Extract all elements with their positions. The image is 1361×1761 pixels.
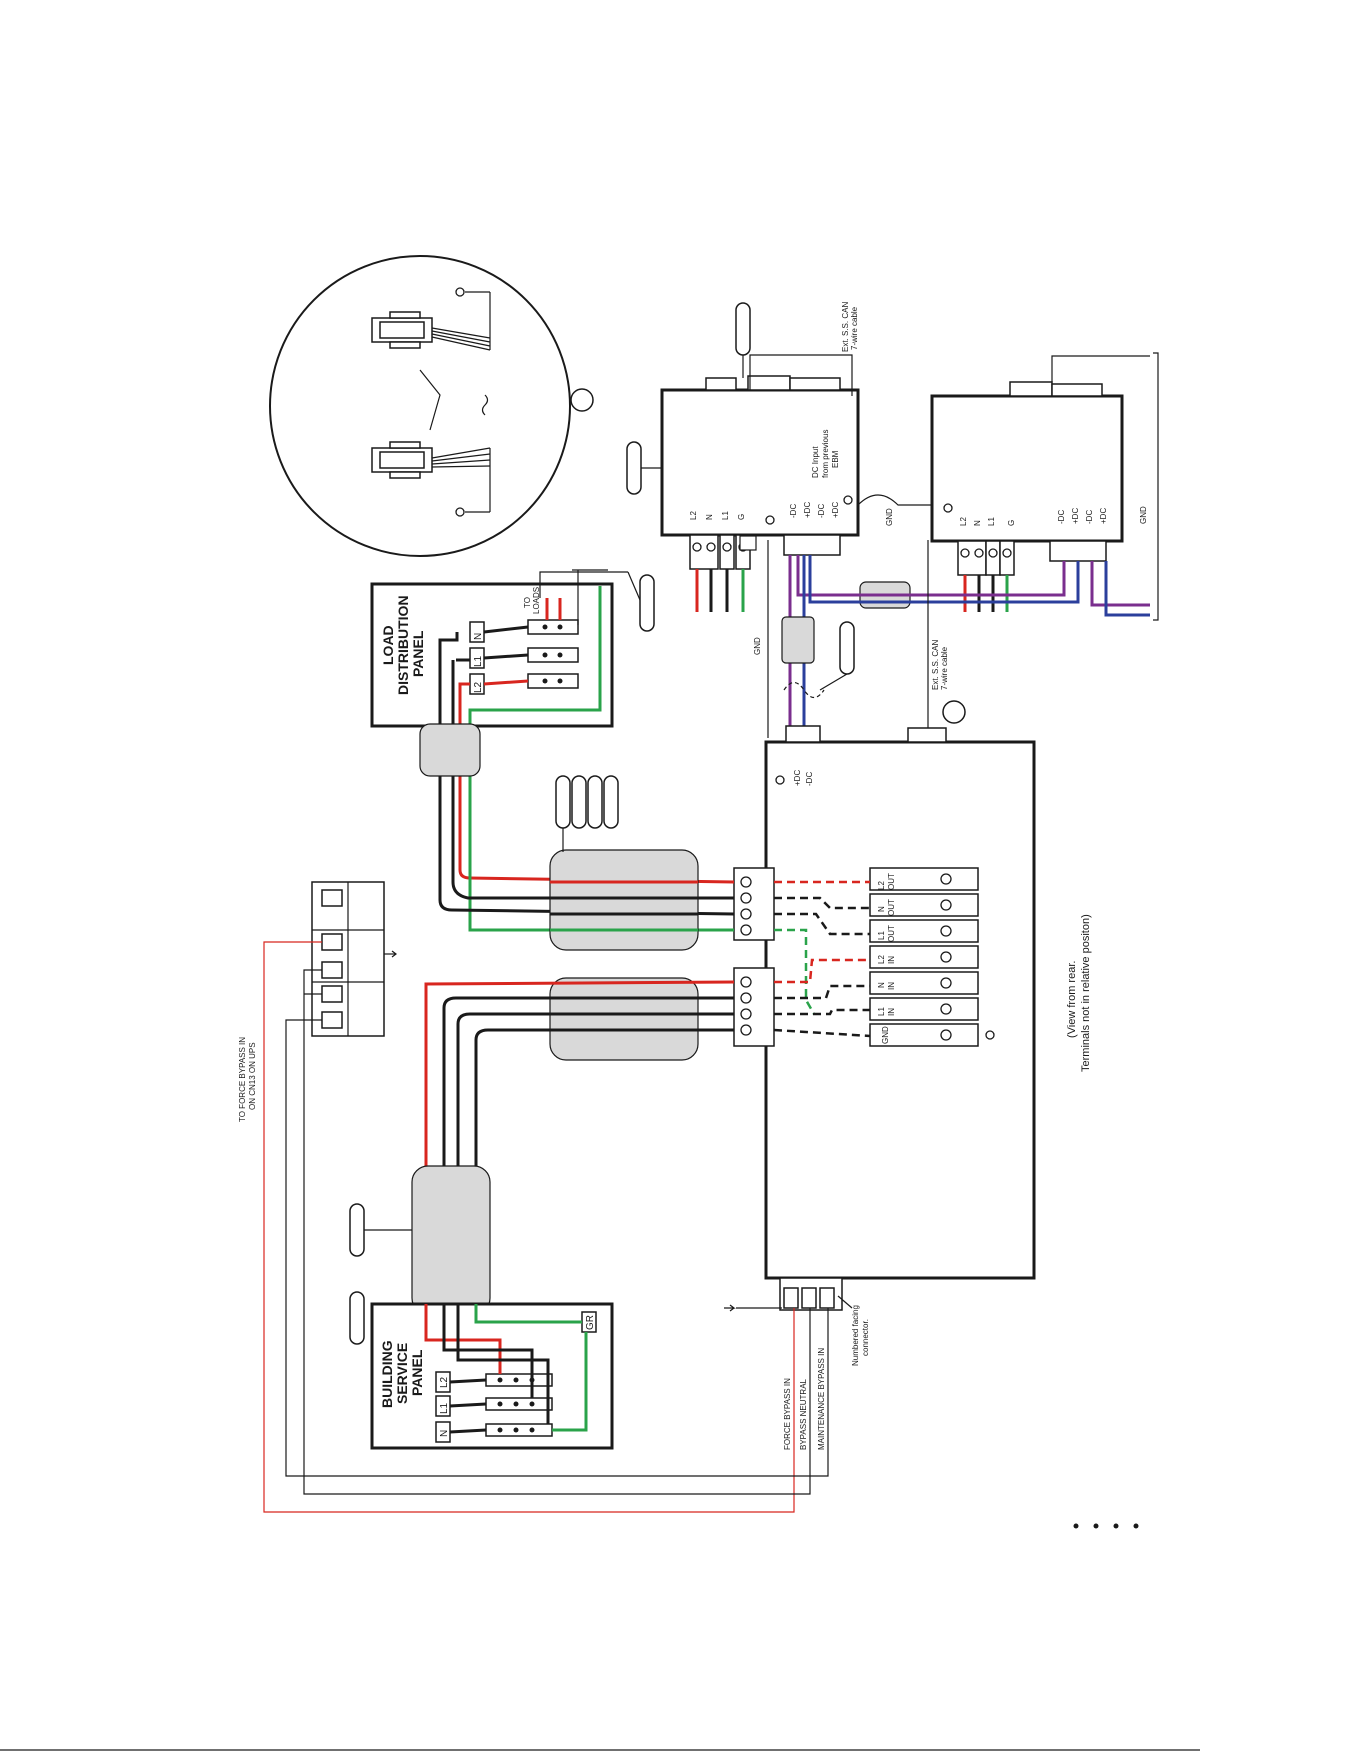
callout-oval-bldg-2 — [349, 1291, 365, 1345]
ebm2-dc-3: -DC — [1085, 510, 1094, 524]
bldg-breaker-l1: L1 — [439, 1402, 450, 1414]
view-from-rear-1: (View from rear. — [1066, 961, 1078, 1038]
bldg-breaker-n: N — [439, 1430, 450, 1437]
ebm2-term-l2: L2 — [959, 517, 968, 526]
ebm1-can-label-2: 7-wire cable — [850, 306, 859, 350]
ups-term-l1in-b: IN — [887, 1008, 896, 1016]
to-loads-2: LOADS — [532, 587, 541, 614]
callout-ovals-group — [555, 775, 619, 852]
signal-maintenance-bypass: MAINTENANCE BYPASS IN — [817, 1348, 826, 1450]
conduit-output — [549, 849, 699, 951]
ups-term-nin-a: N — [877, 982, 886, 988]
load-breaker-l2: L2 — [473, 681, 484, 693]
ebm2-dc-4: +DC — [1099, 508, 1108, 524]
ups-term-nout-b: OUT — [887, 899, 896, 916]
ebm-unit-2: L2 N L1 G -DC +DC -DC +DC GND — [930, 352, 1159, 621]
force-bypass-cn13-2: ON CN13 ON UPS — [248, 1042, 257, 1110]
force-bypass-cn13-1: TO FORCE BYPASS IN — [238, 1037, 247, 1122]
callout-oval-bldg-1 — [349, 1203, 365, 1257]
to-loads-1: TO — [523, 597, 532, 608]
conduit-lower — [411, 1165, 491, 1315]
ebm1-dc-3: -DC — [817, 504, 826, 518]
load-panel-title-2: DISTRIBUTION — [395, 595, 411, 695]
ups-main-unit: +DC -DC L2 OUT N OUT L1 OUT L2 IN — [724, 725, 1092, 1312]
ebm1-term-g: G — [737, 514, 746, 520]
connector-detail-circle — [269, 255, 571, 557]
numbered-facing-2: connector. — [861, 1319, 870, 1356]
ebm2-term-g: G — [1007, 520, 1016, 526]
load-breaker-n: N — [473, 633, 484, 640]
ups-internal-dashed-wires — [773, 880, 871, 1038]
ups-term-nout-a: N — [877, 906, 886, 912]
ext-can-lower-2: 7-wire cable — [940, 646, 949, 690]
building-panel-title-2: SERVICE — [394, 1343, 410, 1404]
ebm1-term-l1: L1 — [721, 511, 730, 520]
ebm1-dc-input-1: DC Input — [811, 446, 820, 478]
db-connector-right-icon — [371, 287, 491, 351]
building-service-panel: BUILDING SERVICE PANEL L2 L1 N GR — [370, 1302, 614, 1450]
page-dots — [1073, 1523, 1139, 1529]
view-from-rear-2: Terminals not in relative positon) — [1080, 914, 1092, 1072]
load-breaker-l1: L1 — [473, 655, 484, 667]
callout-oval-ebm1-top — [735, 302, 751, 356]
ups-term-l1in-a: L1 — [877, 1007, 886, 1016]
bypass-signal-wires — [263, 941, 829, 1513]
callout-oval-dc — [839, 621, 855, 675]
ebm1-dc-input-3: EBM — [831, 450, 840, 468]
ebm2-dc-2: +DC — [1071, 508, 1080, 524]
ebm1-can-label-1: Ext. S.S. CAN — [841, 302, 850, 352]
cn13-terminal-block — [311, 881, 397, 1037]
ups-term-nin-b: IN — [887, 982, 896, 990]
building-panel-title-1: BUILDING — [379, 1340, 395, 1408]
load-panel-title-3: PANEL — [410, 630, 426, 677]
ebm2-term-n: N — [973, 520, 982, 526]
numbered-facing-1: Numbered facing — [851, 1305, 860, 1366]
gnd-label-ebm: GND — [885, 508, 894, 526]
ebm1-term-n: N — [705, 514, 714, 520]
bldg-breaker-l2: L2 — [439, 1376, 450, 1388]
ebm1-dc-1: -DC — [789, 504, 798, 518]
ebm2-gnd: GND — [1139, 506, 1148, 524]
ups-term-l1out-a: L1 — [877, 931, 886, 940]
ebm-ac-stub-wires — [695, 569, 1009, 612]
conduit-input — [549, 977, 699, 1061]
ebm1-term-l2: L2 — [689, 511, 698, 520]
ebm-unit-1: L2 N L1 G -DC +DC -DC +DC DC Input from … — [660, 302, 860, 570]
ups-dc-plus: +DC — [793, 770, 802, 786]
bldg-gr: GR — [585, 1315, 596, 1330]
dc-wires — [781, 555, 1150, 730]
ups-term-l1out-b: OUT — [887, 925, 896, 942]
ups-term-l2in-a: L2 — [877, 955, 886, 964]
ebm1-dc-2: +DC — [803, 502, 812, 518]
ups-term-gnd: GND — [881, 1026, 890, 1044]
load-distribution-panel: LOAD DISTRIBUTION PANEL N L1 L2 TO LOADS — [370, 569, 655, 728]
ebm2-dc-1: -DC — [1057, 510, 1066, 524]
gnd-label-dc: GND — [753, 637, 762, 655]
ebm1-dc-4: +DC — [831, 502, 840, 518]
ebm1-dc-input-2: from previous — [821, 430, 830, 478]
ups-terminal-blocks — [733, 867, 775, 1047]
ups-terminal-strip: L2 OUT N OUT L1 OUT L2 IN N IN L1 IN GND — [869, 867, 995, 1047]
load-panel-title-1: LOAD — [380, 625, 396, 665]
callout-circle-can — [942, 700, 966, 724]
callout-oval-ebm1-side — [626, 441, 642, 495]
ups-dc-minus: -DC — [805, 772, 814, 786]
db-connector-left-icon — [371, 441, 491, 517]
signal-force-bypass: FORCE BYPASS IN — [783, 1378, 792, 1450]
callout-circle-detail — [570, 388, 594, 412]
ups-term-l2out-b: OUT — [887, 873, 896, 890]
building-panel-title-3: PANEL — [409, 1349, 425, 1396]
ext-can-lower-1: Ext. S.S. CAN — [931, 640, 940, 690]
ups-term-l2out-a: L2 — [877, 881, 886, 890]
ebm2-term-l1: L1 — [987, 517, 996, 526]
ups-term-l2in-b: IN — [887, 956, 896, 964]
signal-bypass-neutral: BYPASS NEUTRAL — [799, 1378, 808, 1450]
